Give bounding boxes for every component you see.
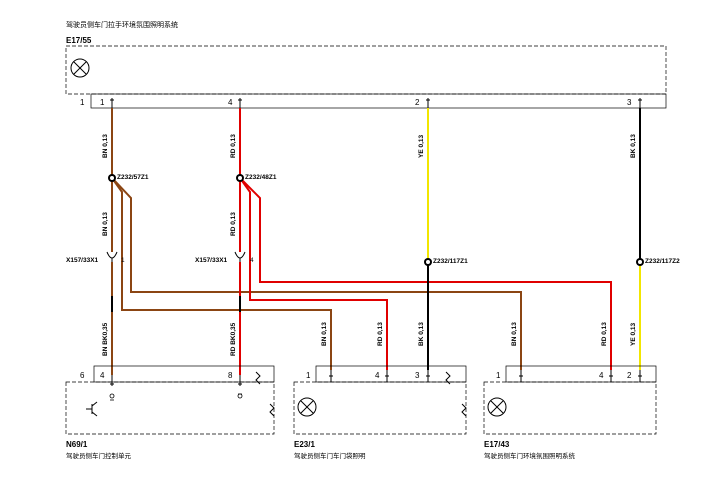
e17-component-box xyxy=(483,381,657,435)
splice-label-2: Z232/48Z1 xyxy=(245,174,277,181)
e17-box-pin: 1 xyxy=(496,371,501,380)
wire-label-ye-top: YE 0,13 xyxy=(418,134,425,158)
splice-label-1: Z232/57Z1 xyxy=(117,174,149,181)
transistor-icon xyxy=(86,401,98,417)
top-pin-3: 3 xyxy=(627,98,632,107)
top-pin-4: 4 xyxy=(228,98,233,107)
wire-label-rd-top: RD 0,13 xyxy=(230,134,237,158)
top-pin-1: 1 xyxy=(100,98,105,107)
wire-label-e23-bk: BK 0,13 xyxy=(418,322,425,346)
wire-label-e17-ye: YE 0,13 xyxy=(630,322,637,346)
wire-label-bn-top: BN 0,13 xyxy=(102,134,109,158)
top-pin-2: 2 xyxy=(415,98,420,107)
n69-box-pin: 6 xyxy=(80,371,85,380)
splice-icon xyxy=(108,174,644,266)
connector-pin-mid: 4 xyxy=(250,257,254,264)
e23-pin-a: 4 xyxy=(375,371,380,380)
e17-id: E17/43 xyxy=(484,440,510,449)
e23-pin-stubs xyxy=(329,370,451,385)
top-pin-stubs xyxy=(110,98,642,108)
n69-break-icon xyxy=(269,403,275,417)
wire-label-e23-rd: RD 0,13 xyxy=(377,322,384,346)
top-component-box xyxy=(65,45,667,95)
wire-label-e23-bn: BN 0,13 xyxy=(321,322,328,346)
wire-label-e17-rd: RD 0,13 xyxy=(601,322,608,346)
n69-name: 驾驶员侧车门控制单元 xyxy=(66,451,132,460)
e17-pin-stubs xyxy=(519,370,642,382)
wire-label-bn-mid: BN 0,13 xyxy=(102,212,109,236)
e23-pin-b: 3 xyxy=(415,371,420,380)
e23-id: E23/1 xyxy=(294,440,315,449)
wire-label-rd-bk: RD BK0,35 xyxy=(230,322,237,356)
wire-label-bk-top: BK 0,13 xyxy=(630,134,637,158)
n69-connector-strip xyxy=(93,365,275,383)
wire-label-e17-bn: BN 0,13 xyxy=(511,322,518,346)
e23-break-icon xyxy=(461,403,467,417)
lamp-symbol-icon xyxy=(70,58,90,78)
n69-pin-b: 8 xyxy=(228,371,233,380)
n69-pin-stubs xyxy=(110,371,261,386)
top-box-pin: 1 xyxy=(80,98,85,107)
top-component-id: E17/55 xyxy=(66,36,92,45)
e17-name: 驾驶员侧车门环境氛围照明系统 xyxy=(484,451,576,460)
e23-component-box xyxy=(293,381,467,435)
e23-connector-strip xyxy=(315,365,467,383)
e17-connector-strip xyxy=(505,365,657,383)
e17-pin-a: 4 xyxy=(599,371,604,380)
red-wires xyxy=(239,108,612,375)
inline-connector-icon xyxy=(106,251,246,262)
wire-label-bn-bk: BN BK0,35 xyxy=(102,322,109,356)
e23-lamp-icon xyxy=(297,397,317,417)
wire-label-rd-mid: RD 0,13 xyxy=(230,212,237,236)
e23-box-pin: 1 xyxy=(306,371,311,380)
ground-symbol-icon xyxy=(109,393,115,401)
n69-id: N69/1 xyxy=(66,440,88,449)
e23-name: 驾驶员侧车门车门袋照明 xyxy=(294,451,366,460)
supply-symbol-icon xyxy=(237,393,243,399)
diagram-title: 驾驶员侧车门拉手环境氛围照明系统 xyxy=(66,20,178,29)
e17-pin-b: 2 xyxy=(627,371,632,380)
n69-component-box xyxy=(65,381,275,435)
connector-pin-left: 1 xyxy=(121,257,125,264)
n69-pin-a: 4 xyxy=(100,371,105,380)
splice-label-3: Z232/117Z1 xyxy=(433,258,468,265)
connector-label-left: X157/33X1 xyxy=(66,257,99,264)
splice-label-4: Z232/117Z2 xyxy=(645,258,680,265)
brown-wires xyxy=(111,108,522,375)
connector-label-mid: X157/33X1 xyxy=(195,257,228,264)
top-connector-strip xyxy=(90,93,667,109)
e17-lamp-icon xyxy=(487,397,507,417)
